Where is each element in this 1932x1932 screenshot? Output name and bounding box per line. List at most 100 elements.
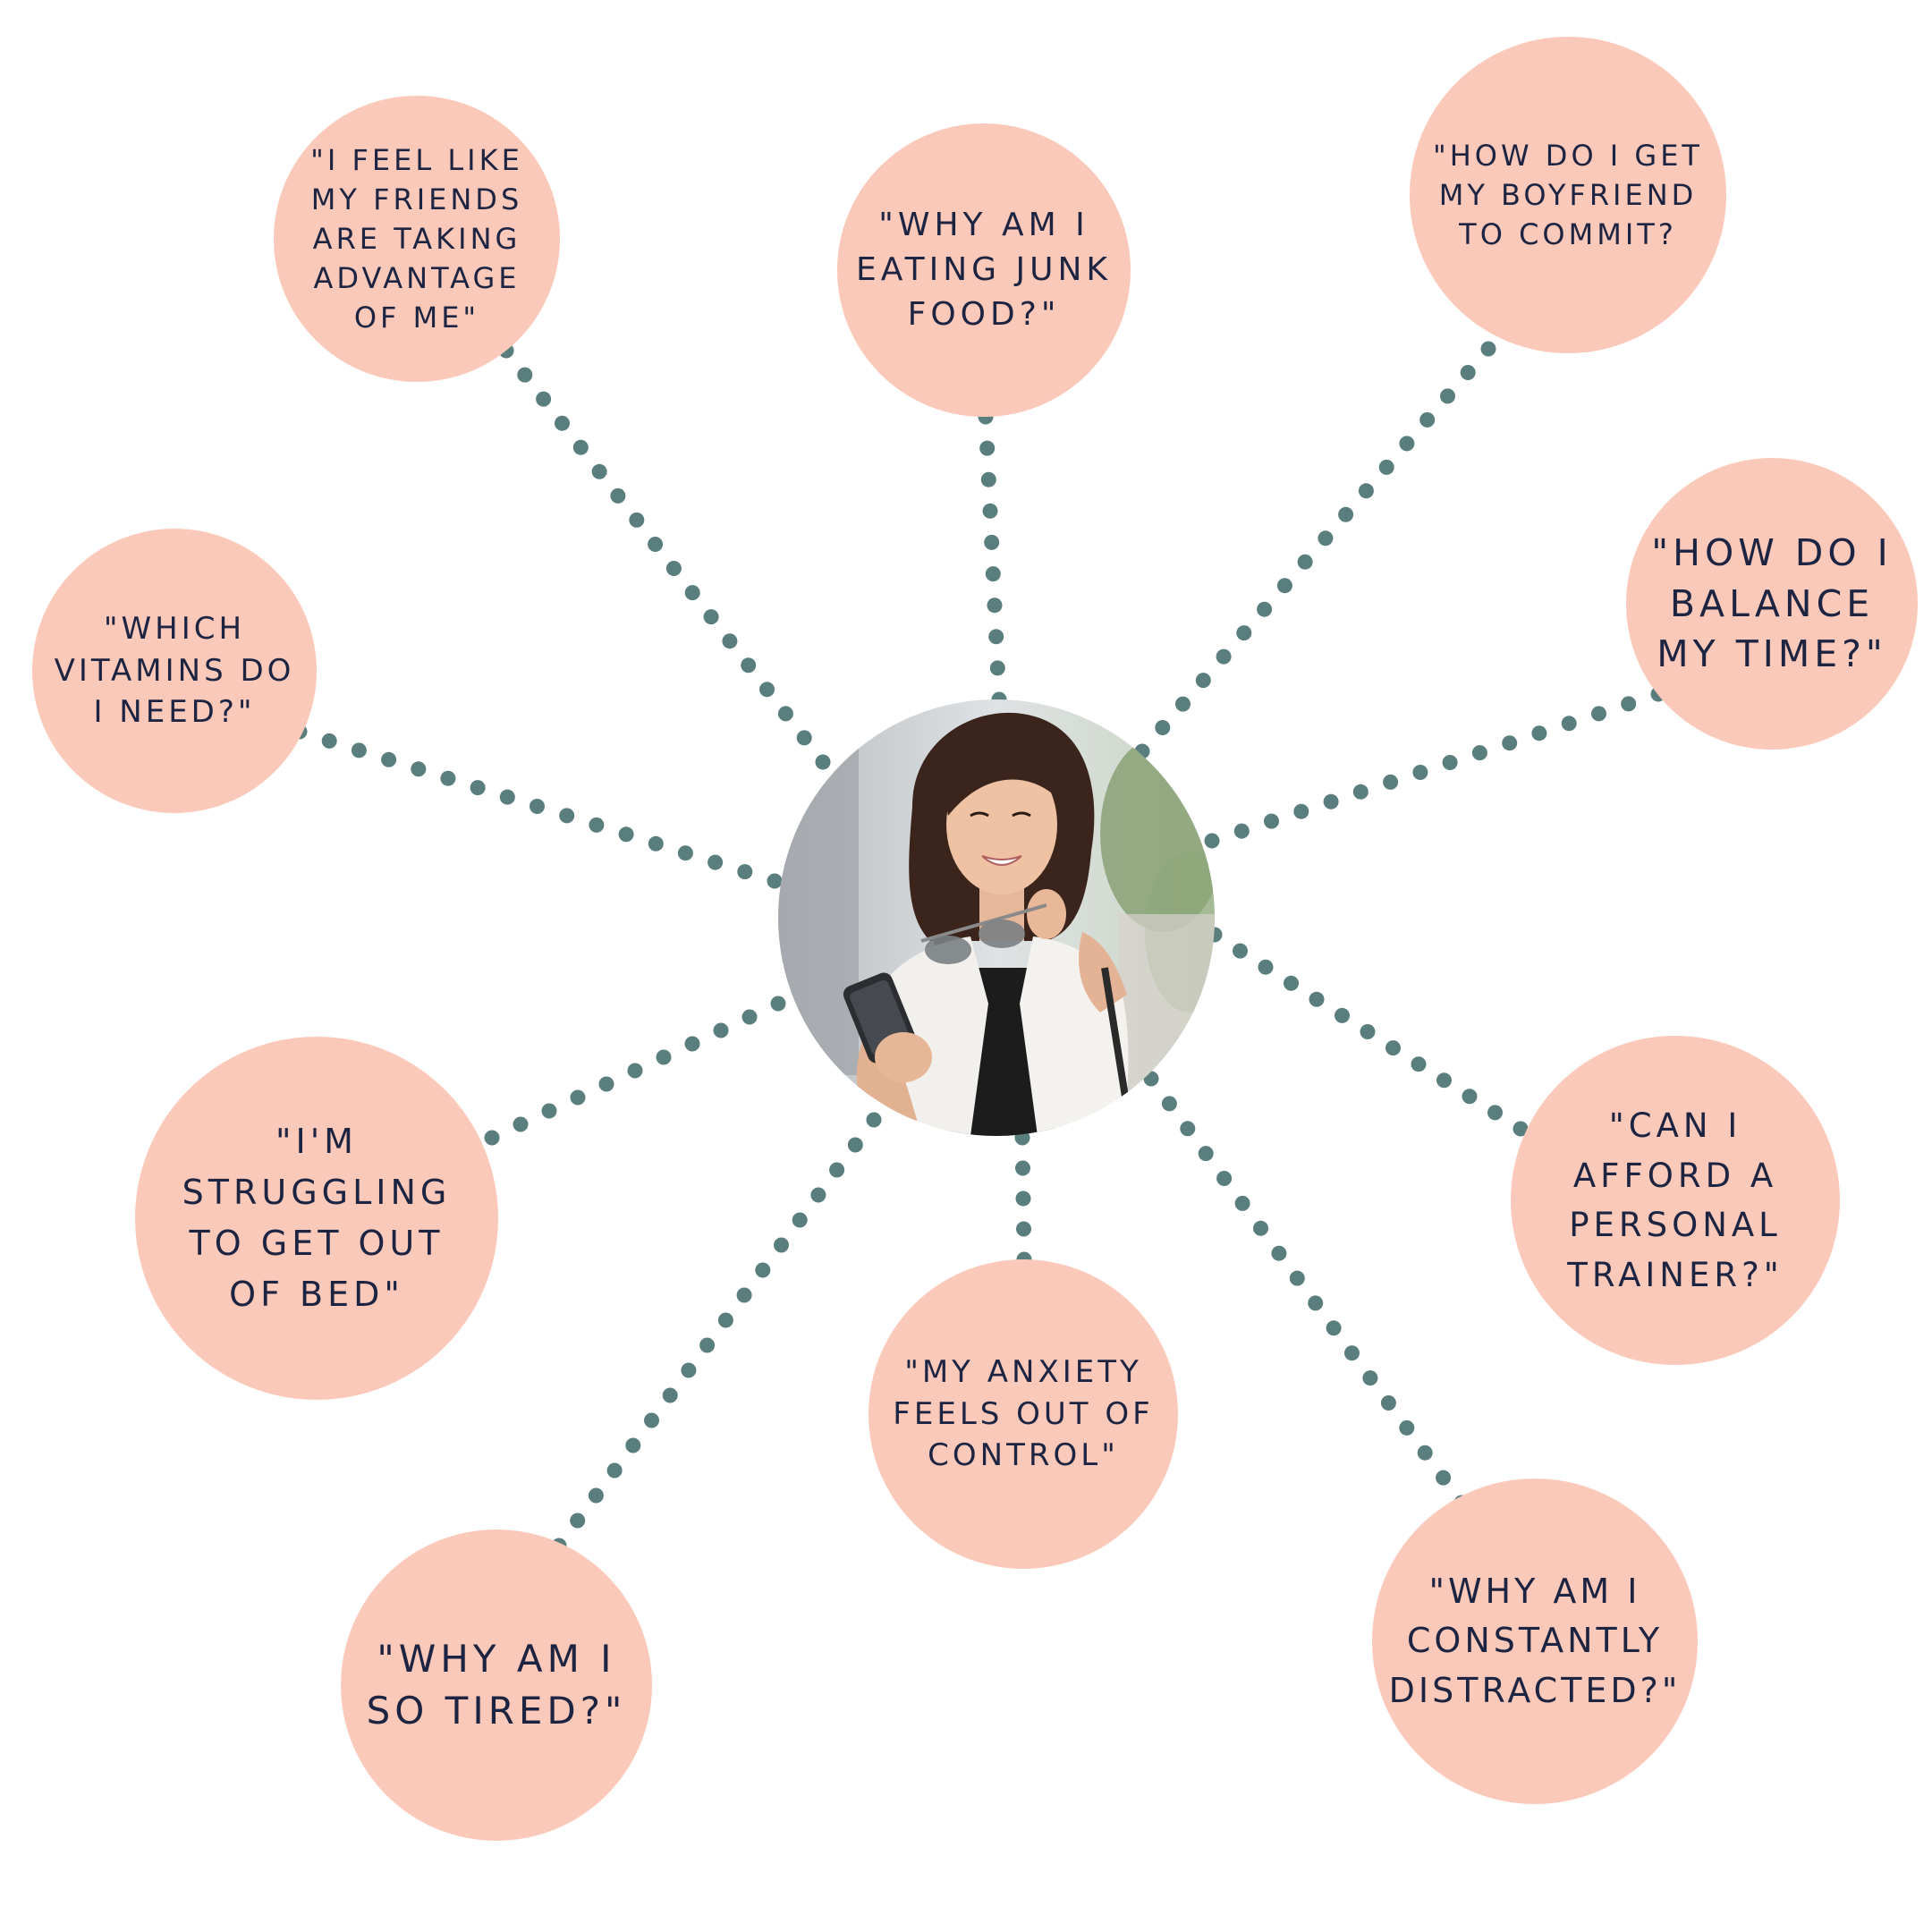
connector-dot bbox=[774, 1237, 789, 1253]
connector-dot bbox=[351, 742, 367, 758]
connector-dot bbox=[1436, 1470, 1452, 1486]
thought-text: "How do I get my boyfriend to commit? bbox=[1433, 138, 1703, 252]
connector-dot bbox=[1309, 991, 1325, 1007]
connector-dot bbox=[610, 487, 626, 504]
connector-dot bbox=[530, 799, 545, 814]
thought-text: "Which vitamins do I need?" bbox=[54, 610, 295, 731]
connector-dot bbox=[499, 789, 515, 805]
connector-dot bbox=[1175, 696, 1191, 712]
connector-dot bbox=[713, 1022, 729, 1038]
connector-dot bbox=[662, 1387, 678, 1403]
connector-dot bbox=[1233, 823, 1250, 839]
connector-dot bbox=[1358, 483, 1374, 499]
connector-dot bbox=[684, 1036, 700, 1052]
connector-dot bbox=[984, 534, 1000, 550]
connector-dot bbox=[1360, 1024, 1376, 1039]
thought-text: "How do I balance my time?" bbox=[1651, 531, 1893, 676]
connector-dot bbox=[1323, 793, 1339, 809]
connector-dot bbox=[1417, 1445, 1433, 1461]
connector-dot bbox=[570, 1089, 586, 1106]
connector-dot bbox=[792, 1212, 808, 1228]
connector-dot bbox=[767, 873, 783, 889]
thought-bubble-balance-time: "How do I balance my time?" bbox=[1626, 458, 1918, 750]
connector-dot bbox=[1419, 411, 1436, 428]
woman-with-phone-photo-icon bbox=[778, 699, 1215, 1136]
connector-dot bbox=[588, 1487, 604, 1504]
connector-dot bbox=[1289, 1270, 1305, 1286]
connector-dot bbox=[321, 733, 337, 749]
connector-dot bbox=[989, 660, 1005, 676]
connector-dot bbox=[988, 629, 1004, 645]
connector-dot bbox=[703, 609, 719, 625]
connector-dot bbox=[1561, 716, 1577, 732]
connector-dot bbox=[629, 512, 645, 528]
connector-dot bbox=[591, 463, 607, 479]
connector-dot bbox=[606, 1462, 623, 1479]
thought-bubble-tired: "Why am I so tired?" bbox=[341, 1530, 652, 1841]
connector-dot bbox=[411, 761, 427, 777]
connector-dot bbox=[665, 561, 682, 576]
thought-text: "I feel like my friends are taking advan… bbox=[310, 142, 523, 335]
connector-dot bbox=[1487, 1105, 1503, 1121]
connector-dot bbox=[1318, 530, 1334, 547]
connector-dot bbox=[796, 730, 812, 746]
connector-dot bbox=[985, 566, 1001, 582]
connector-dot bbox=[589, 817, 605, 833]
connector-dot bbox=[722, 633, 738, 649]
connector-dot bbox=[1440, 388, 1455, 404]
connector-dot bbox=[815, 754, 831, 770]
thought-text: "Why am I so tired?" bbox=[366, 1637, 627, 1733]
connector-dot bbox=[1591, 706, 1606, 722]
connector-dot bbox=[1344, 1345, 1360, 1361]
connector-dot bbox=[982, 503, 998, 519]
connector-dot bbox=[1531, 725, 1547, 741]
thought-bubble-get-out-of-bed: "I'm struggling to get out of bed" bbox=[135, 1037, 498, 1400]
thought-text: "Why am I eating junk food?" bbox=[856, 207, 1112, 333]
connector-dot bbox=[1216, 1171, 1233, 1186]
connector-dot bbox=[755, 1262, 771, 1278]
connector-dot bbox=[572, 439, 589, 455]
dotted-connectors bbox=[292, 341, 1666, 1554]
connector-dot bbox=[708, 854, 724, 870]
thought-bubble-anxiety: "My anxiety feels out of control" bbox=[869, 1259, 1178, 1569]
connector-dot bbox=[1016, 1221, 1031, 1237]
connector-dot bbox=[770, 996, 786, 1012]
connector-dot bbox=[1284, 975, 1299, 991]
connector-dot bbox=[1411, 1056, 1427, 1072]
connector-dot bbox=[759, 682, 775, 698]
connector-dot bbox=[681, 1362, 697, 1378]
thought-text: "My anxiety feels out of control" bbox=[893, 1353, 1154, 1474]
connector-dot bbox=[570, 1513, 586, 1529]
connector-dot bbox=[987, 597, 1003, 614]
connector-dot bbox=[777, 706, 793, 722]
thought-bubble-vitamins: "Which vitamins do I need?" bbox=[32, 529, 317, 813]
connector-dot bbox=[1326, 1320, 1342, 1336]
connector-dot bbox=[1462, 1089, 1478, 1105]
connector-dot bbox=[559, 808, 575, 824]
connector-dot bbox=[1399, 1419, 1415, 1436]
connector-dot bbox=[1399, 436, 1415, 452]
connector-dot bbox=[699, 1337, 716, 1353]
connector-dot bbox=[1378, 459, 1394, 475]
connector-dot bbox=[1233, 943, 1248, 959]
thought-bubble-distracted: "Why am I constantly distracted?" bbox=[1372, 1479, 1698, 1804]
connector-dot bbox=[1338, 506, 1354, 522]
connector-dot bbox=[440, 770, 456, 786]
connector-dot bbox=[1276, 578, 1292, 594]
connector-dot bbox=[1621, 696, 1637, 712]
connector-dot bbox=[979, 440, 996, 456]
connector-dot bbox=[847, 1137, 863, 1153]
connector-dot bbox=[1216, 648, 1232, 665]
connector-dot bbox=[484, 1130, 500, 1146]
connector-dot bbox=[618, 826, 634, 843]
connector-dot bbox=[627, 1063, 643, 1079]
connector-dot bbox=[1308, 1295, 1324, 1311]
connector-dot bbox=[381, 751, 397, 767]
connector-dot bbox=[1352, 784, 1368, 800]
connector-dot bbox=[1436, 1072, 1452, 1089]
connector-dot bbox=[1383, 774, 1399, 790]
connector-dot bbox=[684, 585, 700, 601]
connector-dot bbox=[1198, 1146, 1214, 1162]
connector-dot bbox=[555, 415, 570, 431]
